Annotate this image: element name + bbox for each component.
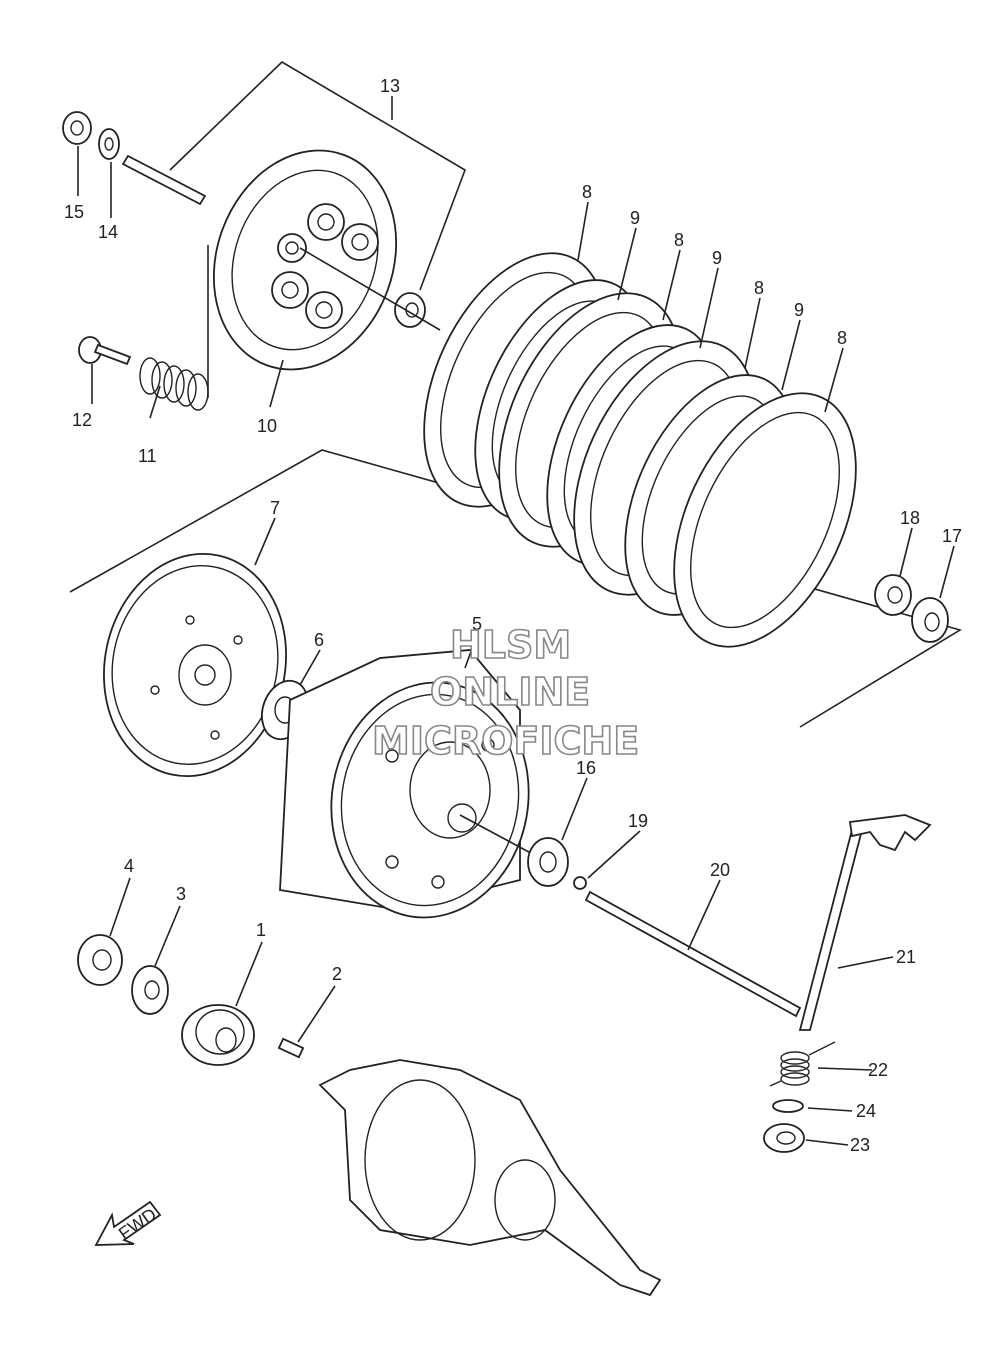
label-8-4: 8	[837, 328, 847, 348]
label-12: 12	[72, 410, 92, 430]
part-5-clutch-housing	[279, 649, 530, 919]
part-14-washer	[98, 128, 120, 160]
watermark-line-1: HLSM	[450, 623, 571, 667]
label-8-1: 8	[582, 182, 592, 202]
part-20-push-rod	[584, 890, 802, 1018]
label-6: 6	[314, 630, 324, 650]
leader-lines	[77, 96, 955, 1146]
label-1: 1	[256, 920, 266, 940]
label-11: 11	[138, 446, 157, 466]
crankshaft	[318, 1059, 662, 1297]
part-12-bolt	[78, 336, 132, 366]
watermark: HLSM ONLINE MICROFICHE	[371, 622, 640, 764]
label-22: 22	[868, 1060, 888, 1080]
part-4-nut	[77, 934, 123, 986]
label-8-2: 8	[674, 230, 684, 250]
part-11-spring	[139, 357, 209, 411]
label-19: 19	[628, 811, 648, 831]
part-labels: 15 14 13 12 11 10 8 9 8 9 8 9 8 18 17 7 …	[64, 76, 962, 1155]
part-17-lock-washer	[911, 597, 949, 643]
part-21-push-lever-shaft	[798, 814, 932, 1031]
watermark-line-3: MICROFICHE	[372, 719, 639, 763]
label-15: 15	[64, 202, 84, 222]
label-2: 2	[332, 964, 342, 984]
group-bracket-13	[169, 61, 466, 398]
part-19-ball	[573, 876, 587, 890]
label-8-3: 8	[754, 278, 764, 298]
part-7-clutch-boss	[103, 552, 287, 778]
label-9-3: 9	[794, 300, 804, 320]
label-18: 18	[900, 508, 920, 528]
part-8-friction-plate-4	[673, 392, 857, 648]
part-23-oil-seal	[763, 1123, 805, 1153]
label-20: 20	[710, 860, 730, 880]
label-14: 14	[98, 222, 118, 242]
part-15-nut	[62, 111, 92, 145]
part-13-bearing	[394, 292, 426, 328]
part-24-circlip	[772, 1099, 804, 1113]
fwd-arrow-icon: FWD	[94, 1200, 162, 1246]
label-21: 21	[896, 947, 916, 967]
label-3: 3	[176, 884, 186, 904]
part-16-thrust-washer	[527, 837, 569, 887]
label-23: 23	[850, 1135, 870, 1155]
label-9-2: 9	[712, 248, 722, 268]
part-2-woodruff-key	[277, 1037, 305, 1059]
label-16: 16	[576, 758, 596, 778]
label-10: 10	[257, 416, 277, 436]
label-24: 24	[856, 1101, 876, 1121]
label-7: 7	[270, 498, 280, 518]
part-18-nut	[874, 574, 912, 616]
label-13: 13	[380, 76, 400, 96]
label-4: 4	[124, 856, 134, 876]
label-17: 17	[942, 526, 962, 546]
part-13-stud	[121, 154, 207, 206]
watermark-line-2: ONLINE	[430, 670, 590, 714]
part-3-washer	[131, 965, 169, 1015]
part-22-spring	[769, 1041, 836, 1087]
part-10-pressure-plate	[212, 149, 398, 371]
part-1-primary-drive-gear	[181, 1004, 255, 1066]
label-5: 5	[472, 614, 482, 634]
label-9-1: 9	[630, 208, 640, 228]
